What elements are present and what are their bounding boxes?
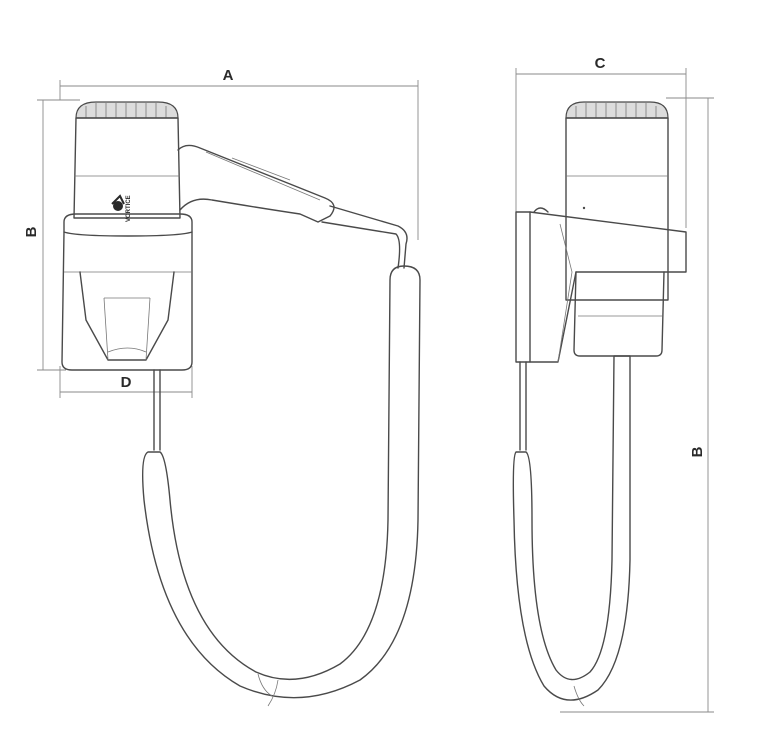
front-holder	[61, 231, 193, 371]
dimension-label-b-left: B	[23, 226, 40, 237]
brand-label: VORTICE	[126, 195, 132, 222]
front-cord	[141, 265, 421, 699]
front-grille-ribs	[85, 103, 167, 118]
side-diffuser	[573, 271, 665, 357]
front-dryer-body	[73, 117, 181, 219]
front-handle	[177, 144, 335, 223]
side-holder	[529, 211, 687, 363]
front-cord-guard	[329, 205, 408, 269]
front-diffuser-cone	[79, 271, 175, 361]
dimension-label-c: C	[595, 55, 606, 72]
side-grille	[565, 101, 669, 119]
vortice-logo-icon	[111, 194, 125, 211]
dimension-label-d: D	[121, 374, 132, 391]
front-grille	[75, 101, 179, 119]
front-view: VORTICE	[61, 101, 421, 707]
side-cord	[512, 355, 631, 701]
side-grille-ribs	[575, 103, 657, 118]
dimension-label-a: A	[223, 67, 234, 84]
side-view	[512, 101, 687, 707]
dimension-label-b-right: B	[689, 446, 706, 457]
dimension-lines	[37, 68, 714, 713]
side-dryer-body	[565, 117, 669, 301]
side-wall-plate	[515, 211, 531, 363]
